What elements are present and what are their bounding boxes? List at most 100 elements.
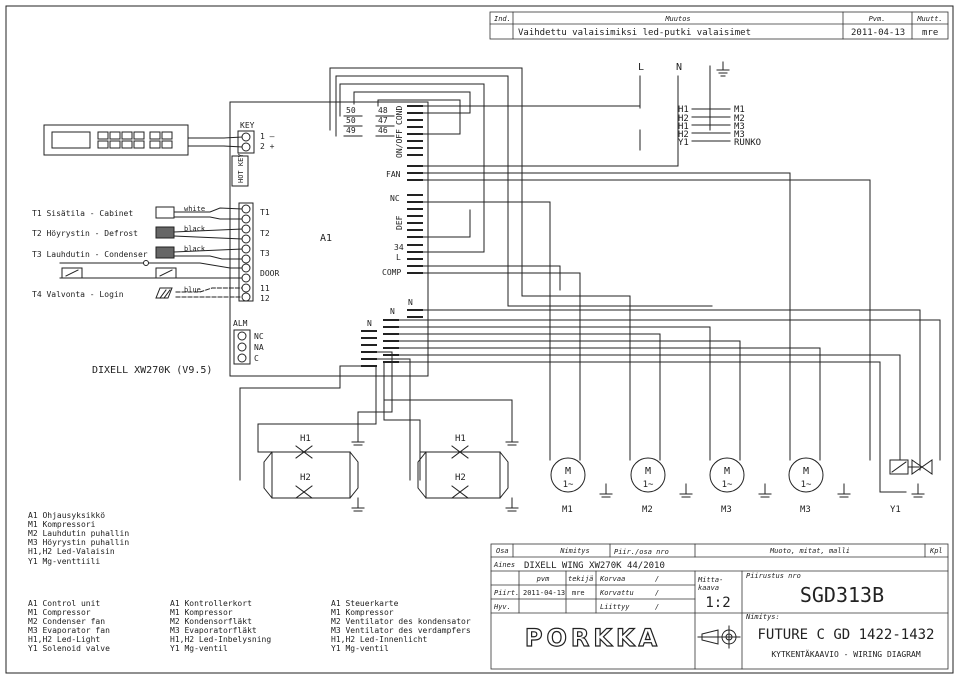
- motor-m3-a: M 1~ M3: [709, 457, 745, 515]
- output-cond: COND: [395, 106, 404, 125]
- keypad-display: [43, 124, 225, 156]
- tb-hyv: Hyv.: [493, 603, 511, 611]
- sensor-t1-wire: white: [184, 205, 205, 213]
- revision-block: [489, 11, 949, 40]
- input-door: DOOR: [260, 269, 279, 278]
- rev-author: mre: [922, 28, 938, 38]
- lamp-circuit-2: [417, 445, 509, 499]
- alarm-na: NA: [254, 343, 264, 352]
- output-terminal-stubs: [361, 105, 423, 367]
- legend-german: A1 Steuerkarte M1 Kompressor M2 Ventilat…: [331, 599, 471, 653]
- term-left-5: Y1: [678, 138, 689, 148]
- tb-piirustus-nro: Piirustus nro: [746, 572, 801, 580]
- rev-header-date: Pvm.: [869, 15, 886, 23]
- lamp-1-bottom: H2: [300, 473, 311, 483]
- relay-num-5: 49: [346, 126, 356, 135]
- sensor-t4-label: T4 Valvonta - Login: [32, 290, 124, 299]
- motor-m2-sub: 1~: [643, 480, 654, 490]
- legend-fi-2: M1 Kompressori: [28, 520, 96, 529]
- output-n-2: N: [390, 307, 395, 316]
- input-t3: T3: [260, 249, 270, 258]
- legend-english: A1 Control unit M1 Compressor M2 Condens…: [28, 599, 110, 653]
- legend-sv-6: Y1 Mg-ventil: [170, 644, 228, 653]
- legend-en-6: Y1 Solenoid valve: [28, 644, 110, 653]
- tb-piirt: Piirt.: [494, 589, 519, 597]
- legend-de-1: A1 Steuerkarte: [331, 599, 399, 608]
- rev-header-by: Muutt.: [916, 15, 942, 23]
- legend-fi-5: H1,H2 Led-Valaisin: [28, 547, 115, 556]
- motor-m2-label: M2: [642, 505, 653, 515]
- output-comp: COMP: [382, 268, 401, 277]
- legend-fi-6: Y1 Mg-venttiili: [28, 557, 100, 566]
- controller-id: A1: [320, 233, 332, 244]
- porkka-logo: PORKKA: [525, 624, 661, 652]
- alarm-nc: NC: [254, 332, 264, 341]
- legend-en-3: M2 Condenser fan: [28, 617, 105, 626]
- input-11: 11: [260, 284, 270, 293]
- tb-tekija: tekijä: [568, 575, 593, 583]
- relay-num-3: 50: [346, 116, 356, 125]
- input-12: 12: [260, 294, 270, 303]
- motor-m3a-label: M3: [721, 505, 732, 515]
- term-right-3: M3: [734, 122, 745, 132]
- term-left-1: H1: [678, 105, 689, 115]
- motor-m3b-symbol: M: [803, 466, 809, 477]
- term-left-3: H1: [678, 122, 689, 132]
- tb-liittyy: Liittyy: [600, 603, 630, 611]
- motor-m2: M 1~ M2: [630, 457, 666, 515]
- term-right-4: M3: [734, 130, 745, 140]
- lamp-1-top: H1: [300, 434, 311, 444]
- sensor-t1-label: T1 Sisätila - Cabinet: [32, 209, 133, 218]
- earth-icon: [716, 61, 730, 77]
- relay-num-4: 47: [378, 116, 388, 125]
- tb-nimitys2: Nimitys:: [745, 613, 780, 621]
- title-block-grid: [490, 543, 949, 670]
- relay-num-6: 46: [378, 126, 388, 135]
- sensor-t2-wire: black: [184, 225, 206, 233]
- output-fan: FAN: [386, 170, 401, 179]
- relay-num-34: 34: [394, 243, 404, 252]
- output-l: L: [396, 253, 401, 262]
- tb-korvattu: Korvattu: [599, 589, 634, 597]
- motor-m3b-sub: 1~: [801, 480, 812, 490]
- alarm-c: C: [254, 354, 259, 363]
- motor-m1-label: M1: [562, 505, 573, 515]
- lamp-circuit-1: [257, 429, 359, 499]
- term-left-4: H2: [678, 130, 689, 140]
- key-term-1: 1 –: [260, 132, 275, 141]
- legend-fi-4: M3 Höyrystin puhallin: [28, 538, 129, 547]
- term-right-1: M1: [734, 105, 745, 115]
- tb-korvaa: Korvaa: [599, 575, 625, 583]
- wiring: [239, 67, 941, 493]
- legend-fi-1: A1 Ohjausyksikkö: [28, 511, 105, 520]
- supply-n-label: N: [676, 62, 682, 73]
- tb-scale: 1:2: [705, 595, 730, 611]
- lamp-2-top: H1: [455, 434, 466, 444]
- tb-kpl: Kpl: [929, 547, 943, 555]
- sheet-border: [5, 5, 954, 674]
- legend-sv-4: M3 Evaporatorfläkt: [170, 626, 257, 635]
- tb-piirt-date: 2011-04-13: [523, 589, 565, 597]
- motor-m1-sub: 1~: [563, 480, 574, 490]
- motor-m3a-sub: 1~: [722, 480, 733, 490]
- rev-description: Vaihdettu valaisimiksi led-putki valaisi…: [518, 28, 751, 38]
- solenoid-valve: [889, 459, 933, 475]
- key-term-2: 2 +: [260, 142, 275, 151]
- relay-numbers: 50 48 50 47 49 46 34: [343, 106, 404, 252]
- legend-sv-1: A1 Kontrollerkort: [170, 599, 252, 608]
- legend-de-6: Y1 Mg-ventil: [331, 644, 389, 653]
- output-nc: NC: [390, 194, 400, 203]
- term-right-2: M2: [734, 114, 745, 124]
- sensor-t3-wire: black: [184, 245, 206, 253]
- alarm-label: ALM: [233, 319, 248, 328]
- legend-sv-2: M1 Kompressor: [170, 608, 233, 617]
- legend-de-2: M1 Kompressor: [331, 608, 394, 617]
- input-terminal-block: [238, 202, 254, 302]
- lamp-earth-icons: [351, 431, 519, 512]
- tb-nimitys: Nimitys: [559, 547, 590, 555]
- motor-m2-symbol: M: [645, 466, 651, 477]
- hot-key-label: HOT KEY: [237, 153, 245, 183]
- input-t1: T1: [260, 208, 270, 217]
